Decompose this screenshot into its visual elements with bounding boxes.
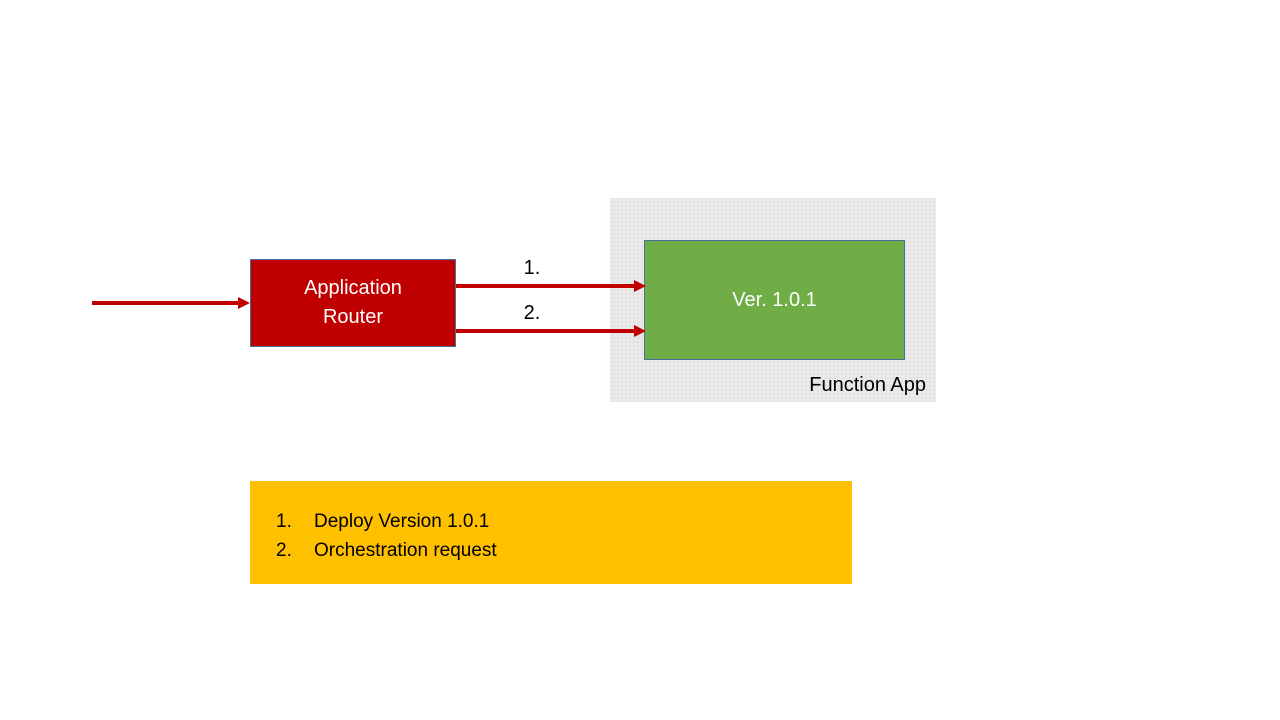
step2-arrow-shaft	[456, 329, 636, 333]
step2-arrow-label: 2.	[523, 302, 541, 324]
step1-arrow-head-icon	[634, 280, 646, 292]
legend-item-number: 2.	[276, 540, 292, 561]
inbound-arrow-shaft	[92, 301, 240, 305]
inbound-arrow-head-icon	[238, 297, 250, 309]
legend-item: 1. Deploy Version 1.0.1	[276, 507, 852, 536]
legend-item-number: 1.	[276, 511, 292, 532]
step1-arrow-shaft	[456, 284, 636, 288]
step1-arrow-label: 1.	[523, 257, 541, 279]
step2-arrow-head-icon	[634, 325, 646, 337]
legend-item: 2. Orchestration request	[276, 536, 852, 565]
legend-item-text: Deploy Version 1.0.1	[314, 511, 490, 532]
legend-box: 1. Deploy Version 1.0.1 2. Orchestration…	[250, 481, 852, 584]
legend-item-text: Orchestration request	[314, 540, 497, 561]
version-box-label: Ver. 1.0.1	[732, 289, 817, 311]
legend-list: 1. Deploy Version 1.0.1 2. Orchestration…	[276, 507, 852, 565]
version-box[interactable]: Ver. 1.0.1	[644, 240, 905, 360]
application-router-label-line2: Router	[322, 306, 384, 328]
application-router-box[interactable]: Application Router	[250, 259, 456, 347]
application-router-label-line1: Application	[304, 277, 402, 299]
function-app-label: Function App	[809, 374, 926, 396]
